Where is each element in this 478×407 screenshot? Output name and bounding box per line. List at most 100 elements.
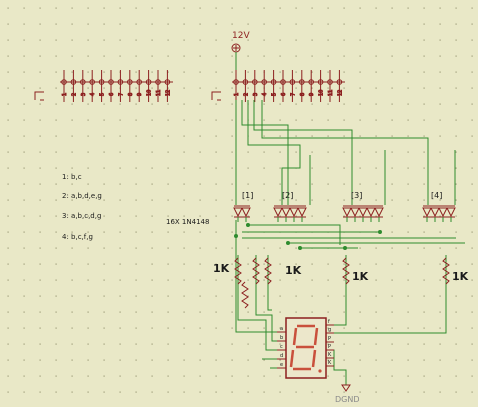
- segment-e: [289, 349, 295, 368]
- diode-icon[interactable]: [350, 207, 360, 218]
- connector-pin-head: [164, 79, 171, 85]
- power-12v[interactable]: 12V: [231, 31, 250, 70]
- connector-pin-label: 1: [62, 93, 68, 96]
- diode-group-label: [2]: [282, 191, 293, 200]
- seven-segment-display[interactable]: a b c d e f g P P K K: [277, 317, 334, 379]
- junction-dot: [343, 246, 347, 250]
- segment-note-2: 2: a,b,d,e,g: [62, 192, 102, 200]
- diode-icon[interactable]: [241, 207, 251, 218]
- junction-dot: [246, 223, 250, 227]
- connector-pin-label: 9: [309, 93, 315, 96]
- connector-pin-head: [117, 79, 124, 85]
- diode-icon[interactable]: [233, 207, 243, 218]
- resistor-label: 1K: [452, 270, 469, 283]
- connector-pin-label: 4: [90, 93, 96, 96]
- connector-pin-head: [155, 79, 161, 85]
- resistor-r5[interactable]: [442, 257, 450, 285]
- connector-pin-label: 2: [243, 93, 249, 96]
- wire-pin2: [241, 100, 289, 205]
- diode-icon[interactable]: [446, 207, 456, 218]
- diode-group-label: [4]: [431, 191, 442, 200]
- junction-dot: [286, 241, 290, 245]
- diode-icon[interactable]: [273, 207, 283, 218]
- decimal-point: [318, 369, 322, 373]
- connector-pin-head: [261, 79, 268, 85]
- diode-icon[interactable]: [366, 207, 376, 218]
- ground-label: DGND: [335, 395, 360, 404]
- connector-pin-head: [108, 79, 114, 85]
- resistor-labels: 1K 1K 1K 1K: [213, 262, 469, 283]
- connector-pin-head: [136, 79, 142, 85]
- diode-icon[interactable]: [289, 207, 299, 218]
- display-pin-label: d: [280, 353, 283, 359]
- connector-pin-head: [89, 79, 95, 85]
- connector-pin-head: [145, 79, 152, 85]
- display-pin-label: P: [328, 336, 331, 342]
- resistor-r2[interactable]: [252, 257, 260, 285]
- connector-pin-head: [252, 79, 258, 85]
- junctions: [234, 223, 382, 250]
- segment-notes: 1: b,c 2: a,b,d,e,g 3: a,b,c,d,g 4: b,c,…: [62, 173, 102, 241]
- segment-note-1: 1: b,c: [62, 173, 82, 181]
- resistor-r4[interactable]: [342, 257, 350, 285]
- connector-pin-head: [233, 79, 239, 85]
- resistor-r1[interactable]: [234, 257, 242, 285]
- resistor-label: 1K: [213, 262, 230, 275]
- connector-pin-label: 3: [81, 93, 87, 96]
- wire-pin5: [261, 100, 429, 205]
- connector-pin-head: [270, 79, 277, 85]
- resistors: [234, 257, 450, 309]
- connector-pin-label: 5: [272, 93, 278, 96]
- resistor-r3[interactable]: [264, 257, 272, 285]
- connector-pin-label: 4: [262, 93, 268, 96]
- connector-pin-label: 12: [337, 90, 343, 96]
- connector-pin-head: [127, 79, 133, 85]
- connector-pin-label: 9: [137, 93, 143, 96]
- connector-pin-head: [327, 79, 333, 85]
- connector-pin-label: 6: [281, 93, 287, 96]
- connector-pin-head: [308, 79, 315, 85]
- connector-pin-head: [98, 79, 105, 85]
- diode-icon[interactable]: [438, 207, 448, 218]
- display-pin-label: c: [280, 344, 283, 350]
- display-segments: [289, 324, 319, 371]
- diode-icon[interactable]: [358, 207, 368, 218]
- ground-icon: [341, 384, 351, 392]
- display-pin-label: e: [280, 362, 283, 368]
- display-pin-label: a: [280, 326, 283, 332]
- power-label: 12V: [232, 31, 250, 41]
- diode-icon[interactable]: [430, 207, 440, 218]
- display-pin-label: f: [328, 319, 330, 325]
- connector-pin-label: 6: [109, 93, 115, 96]
- connector-pin-label: 10: [319, 90, 325, 96]
- connector-pin-head: [336, 79, 343, 85]
- connector-pin-head: [289, 79, 296, 85]
- diode-icon[interactable]: [342, 207, 352, 218]
- wires: [235, 100, 465, 385]
- wire-b: [237, 255, 277, 351]
- wire-d: [267, 255, 272, 311]
- resistor-label: 1K: [352, 270, 369, 283]
- diode-icon[interactable]: [374, 207, 384, 218]
- connector-pin-label: 3: [253, 93, 259, 96]
- resistor-r6[interactable]: [241, 281, 249, 309]
- connector-pin-head: [242, 79, 249, 85]
- display-pin-labels: a b c d e f g P P K K: [280, 319, 332, 368]
- connector-left-symbol: [34, 91, 44, 101]
- segment-note-3: 3: a,b,c,d,g: [62, 212, 101, 220]
- connector-pin-label: 11: [156, 90, 162, 96]
- diode-group-label: [3]: [351, 191, 362, 200]
- connector-pin-label: 12: [165, 90, 171, 96]
- connector-pin-label: 11: [328, 90, 334, 96]
- resistor-label: 1K: [285, 264, 302, 277]
- diode-icon[interactable]: [281, 207, 291, 218]
- diode-icon[interactable]: [422, 207, 432, 218]
- display-pin-label: K: [328, 360, 332, 366]
- junction-dot: [234, 234, 238, 238]
- diode-icon[interactable]: [297, 207, 307, 218]
- ground-symbol[interactable]: [341, 384, 351, 392]
- connector-pin-head: [80, 79, 86, 85]
